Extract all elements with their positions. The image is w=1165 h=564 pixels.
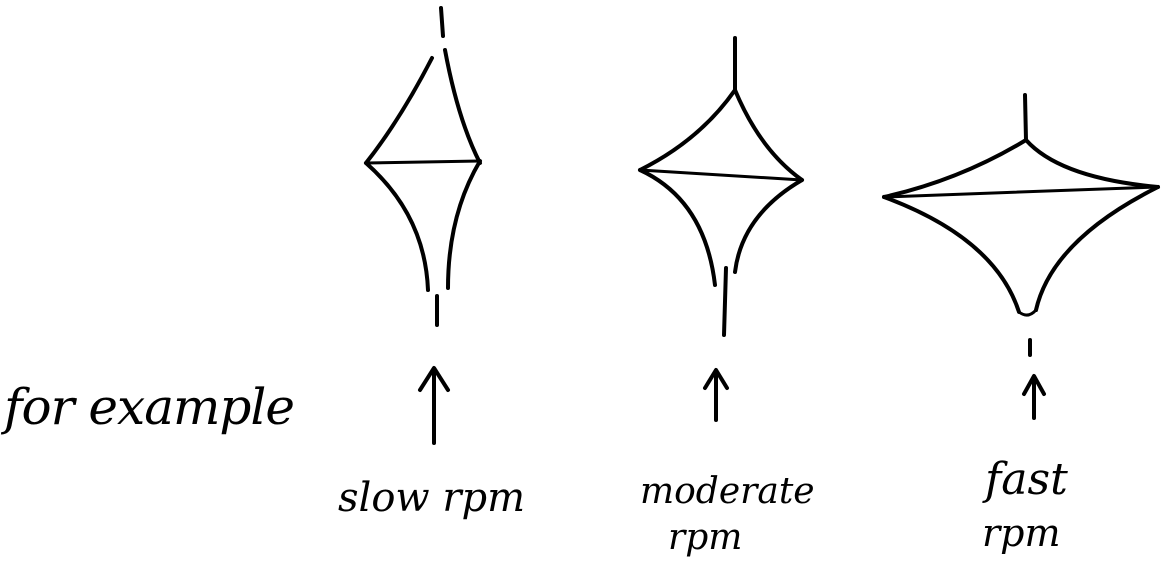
moderate-top-left-curve (638, 88, 737, 172)
moderate-arrow (703, 368, 729, 422)
intro-text: for example (4, 378, 295, 436)
fast-horizontal-chord (882, 185, 1160, 199)
slow-top-left-curve (364, 56, 434, 165)
fast-bottom-right-curve (1034, 185, 1160, 312)
fast-arrow (1022, 374, 1046, 420)
fast-rpm-label-line-2: rpm (982, 511, 1061, 555)
moderate-rpm-shape (638, 36, 804, 337)
moderate-bottom-right-curve (733, 178, 804, 274)
moderate-rpm-label-line-1: moderate (640, 471, 815, 512)
slow-bottom-left-curve (364, 161, 430, 292)
fast-top-spindle (1023, 93, 1028, 142)
fast-rpm-shape (882, 93, 1160, 357)
moderate-top-right-curve (733, 88, 804, 182)
moderate-rpm-label-line-2: rpm (668, 517, 743, 558)
fast-rpm-label-line-1: fast (985, 454, 1068, 505)
moderate-bottom-left-curve (638, 168, 717, 287)
fast-top-right-curve (1024, 138, 1160, 189)
slow-rpm-label: slow rpm (338, 475, 526, 521)
moderate-horizontal-chord (638, 168, 804, 182)
slow-top-spindle (439, 6, 445, 38)
slow-arrow (418, 366, 450, 445)
slow-rpm-shape (364, 6, 482, 327)
slow-bottom-right-curve (446, 159, 482, 290)
slow-top-right-curve (443, 48, 482, 165)
moderate-bottom-spindle (722, 266, 728, 337)
fast-bottom-knob (1017, 308, 1038, 317)
slow-horizontal-chord (364, 159, 482, 165)
fast-bottom-left-curve (882, 195, 1021, 314)
fast-top-left-curve (882, 138, 1028, 199)
